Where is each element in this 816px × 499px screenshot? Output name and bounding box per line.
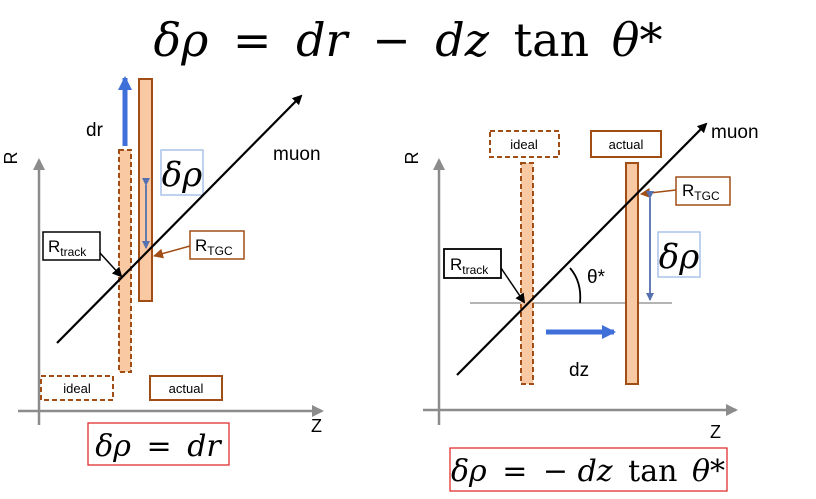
right-r-track-label: Rtrack xyxy=(450,255,489,277)
left-r-tgc-label: RTGC xyxy=(195,236,233,258)
title-equation: δρ = dr − dz tan θ* xyxy=(154,13,663,67)
left-r-tgc-pointer xyxy=(153,245,191,259)
right-muon-label: muon xyxy=(711,122,759,143)
left-r-axis-label: R xyxy=(1,152,21,165)
right-r-track-pointer xyxy=(500,267,526,304)
right-legend-ideal-box xyxy=(489,130,560,158)
right-muon-track xyxy=(456,122,708,376)
left-delta-rho-label: δρ xyxy=(162,155,202,195)
left-panel: R Z dr δρ muon Rtrack RTGC ideal actu xyxy=(1,76,324,466)
left-legend-ideal-box xyxy=(40,375,114,401)
right-r-axis-label: R xyxy=(402,152,422,165)
right-r-tgc-pointer xyxy=(640,188,677,198)
left-delta-rho-box xyxy=(160,149,204,196)
left-r-track-box xyxy=(42,231,101,261)
left-z-axis-label: Z xyxy=(311,416,322,436)
left-legend-actual-box xyxy=(149,375,223,401)
left-r-track-pointer xyxy=(99,252,123,278)
right-theta-label: θ* xyxy=(587,267,606,288)
right-formula: δρ = − dz tan θ* xyxy=(451,454,725,489)
right-r-tgc-box xyxy=(675,176,731,206)
right-formula-box xyxy=(449,447,728,492)
left-dr-label: dr xyxy=(86,120,104,141)
right-delta-rho-box xyxy=(657,231,701,278)
right-panel: R Z ideal actual muon θ* Rtrack RTGC xyxy=(402,122,759,492)
right-r-tgc-label: RTGC xyxy=(682,181,720,203)
title-theta-star: θ* xyxy=(612,13,663,67)
right-theta-arc xyxy=(569,267,582,304)
title-tan: tan xyxy=(514,13,590,67)
left-legend-actual-label: actual xyxy=(169,381,204,396)
left-r-tgc-box xyxy=(189,230,245,260)
title-dz: dz xyxy=(435,13,489,67)
title-delta-rho: δρ xyxy=(154,13,209,67)
right-legend-actual-box xyxy=(590,130,662,158)
left-formula: δρ = dr xyxy=(95,429,222,464)
left-legend-ideal-label: ideal xyxy=(63,381,91,396)
title-minus: − xyxy=(372,13,411,67)
right-r-track-box xyxy=(443,248,502,279)
title-dr: dr xyxy=(296,13,350,67)
title-equals: = xyxy=(233,13,272,67)
left-ideal-bar xyxy=(118,149,132,373)
left-muon-label: muon xyxy=(273,144,321,165)
right-actual-bar xyxy=(625,162,639,385)
right-dz-label: dz xyxy=(569,360,589,381)
left-formula-box xyxy=(87,422,230,466)
right-ideal-bar xyxy=(520,162,534,385)
right-legend-ideal-label: ideal xyxy=(510,137,538,152)
left-muon-track xyxy=(56,94,303,344)
right-delta-rho-label: δρ xyxy=(659,237,699,277)
left-r-track-label: Rtrack xyxy=(48,237,87,259)
right-legend-actual-label: actual xyxy=(609,137,644,152)
right-z-axis-label: Z xyxy=(710,422,721,442)
